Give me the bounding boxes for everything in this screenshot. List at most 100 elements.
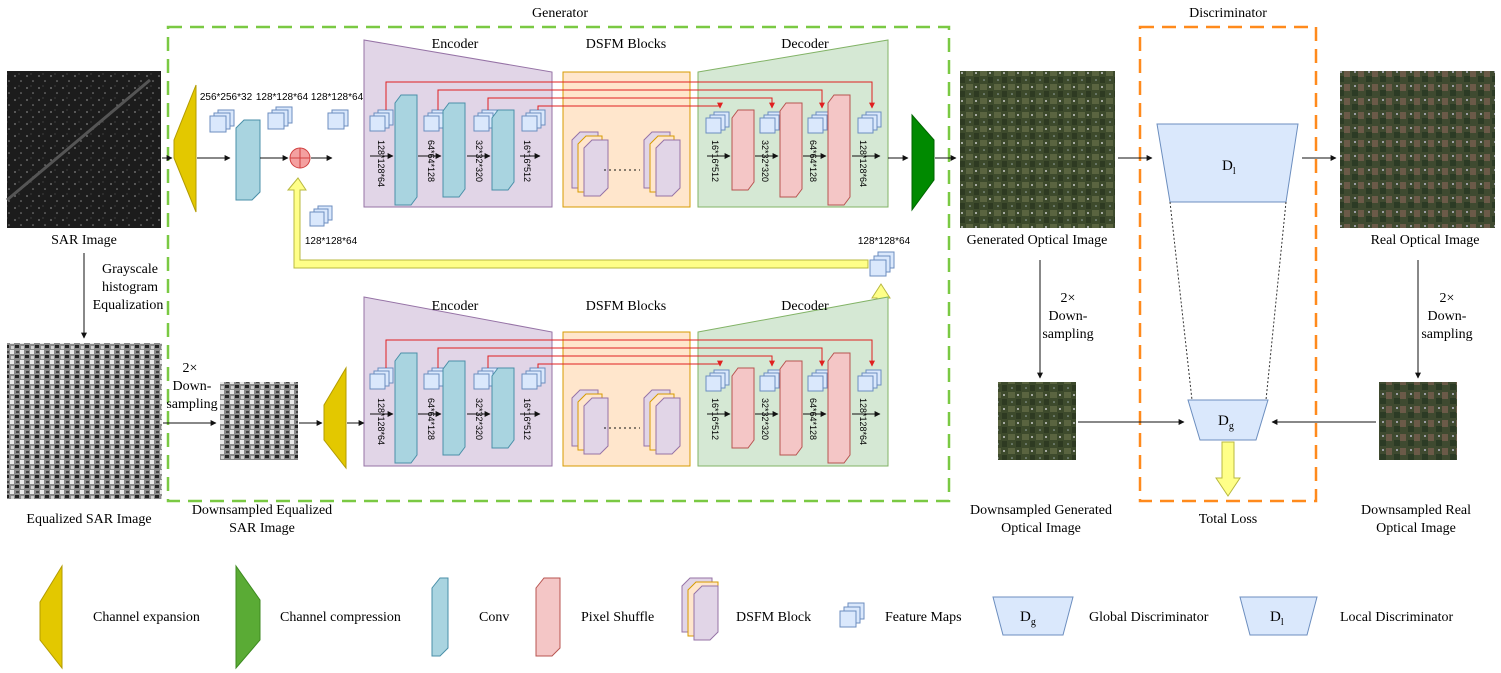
total-loss-label: Total Loss: [1199, 512, 1258, 527]
downsampled-real-image: [1379, 382, 1457, 460]
legend-conv-icon: [431, 577, 449, 657]
top-dec-dim-2: 64*64*128: [808, 140, 818, 182]
grayscale-label-3: Equalization: [93, 298, 164, 313]
ds-left-3: sampling: [166, 397, 217, 412]
bottom-pixel-shuffle-0: [731, 367, 755, 449]
real-optical-label: Real Optical Image: [1371, 233, 1480, 248]
bottom-pixel-shuffle-1: [779, 360, 803, 456]
bottom-conv-0: [394, 352, 418, 464]
bottom-pixel-shuffle-2: [827, 352, 851, 464]
ds-mid-3: sampling: [1042, 327, 1093, 342]
dsfm-top-label: DSFM Blocks: [586, 37, 667, 52]
dim-128-c: 128*128*64: [305, 236, 358, 247]
bottom-conv-2: [491, 367, 515, 449]
legend-global-disc-icon: [992, 596, 1074, 636]
top-conv-2: [491, 109, 515, 191]
bottom-enc-dim-2: 32*32*320: [474, 398, 484, 440]
feedback-arrow: [286, 177, 869, 269]
legend-pixel-shuffle: Pixel Shuffle: [581, 610, 654, 625]
feature-maps-128-a: [267, 106, 293, 130]
bottom-dec-dim-3: 128*128*64: [858, 398, 868, 445]
dim-128-b: 128*128*64: [311, 92, 364, 103]
bottom-dec-dim-2: 64*64*128: [808, 398, 818, 440]
top-conv-0: [394, 94, 418, 206]
legend-channel-expansion-icon: [39, 564, 63, 670]
bottom-skip-0: [385, 339, 875, 368]
ds-right-1: 2×: [1440, 291, 1455, 306]
legend-channel-compression-icon: [235, 564, 261, 670]
downsampled-equalized-label-2: SAR Image: [229, 521, 295, 536]
equalized-sar-image: [7, 343, 162, 499]
top-enc-fmaps-3: [521, 109, 546, 132]
legend-dsfm-block-icon: [681, 577, 719, 641]
legend-pixel-shuffle-icon: [535, 577, 561, 657]
feature-maps-128-b: [327, 109, 349, 130]
top-skip-1: [437, 89, 825, 110]
downsampled-generated-image: [998, 382, 1076, 460]
top-enc-dim-3: 16*16*512: [522, 140, 532, 182]
bottom-skip-1: [437, 347, 825, 368]
bottom-skip-2: [487, 355, 775, 368]
top-enc-fmaps-1: [423, 109, 448, 132]
legend-global-disc: Global Discriminator: [1089, 610, 1209, 625]
legend-local-disc: Local Discriminator: [1340, 610, 1453, 625]
feature-maps-128-c: [309, 205, 333, 227]
channel-compression-output: [911, 113, 935, 212]
generated-optical-label: Generated Optical Image: [967, 233, 1108, 248]
bottom-skip-3: [537, 360, 723, 368]
downsampled-real-label-1: Downsampled Real: [1361, 503, 1471, 518]
encoder-bottom-label: Encoder: [432, 299, 479, 314]
equalized-sar-label: Equalized SAR Image: [26, 512, 151, 527]
ds-mid-1: 2×: [1061, 291, 1076, 306]
bottom-enc-dim-0: 128*128*64: [376, 398, 386, 445]
bottom-dec-fmaps-3: [857, 369, 882, 392]
downsampled-generated-label-2: Optical Image: [1001, 521, 1081, 536]
feature-maps-128-d: [869, 251, 895, 277]
bottom-dec-dim-1: 32*32*320: [760, 398, 770, 440]
top-conv-1: [442, 102, 466, 198]
downsampled-generated-label-1: Downsampled Generated: [970, 503, 1112, 518]
top-skip-0: [385, 81, 875, 110]
bottom-enc-dim-1: 64*64*128: [426, 398, 436, 440]
dim-128-a: 128*128*64: [256, 92, 309, 103]
ds-left-2: Down-: [173, 379, 212, 394]
grayscale-label-2: histogram: [102, 280, 158, 295]
bottom-enc-fmaps-2: [473, 367, 498, 390]
local-disc-symbol: Dl: [1222, 158, 1236, 177]
channel-expansion-bottom: [323, 366, 347, 470]
sar-image: [7, 71, 161, 228]
bottom-dsfm-b: [643, 389, 681, 455]
top-dec-dim-0: 16*16*512: [710, 140, 720, 182]
top-pixel-shuffle-0: [731, 109, 755, 191]
decoder-top-label: Decoder: [781, 37, 829, 52]
top-dec-dim-3: 128*128*64: [858, 140, 868, 187]
dsfm-bottom-label: DSFM Blocks: [586, 299, 667, 314]
downsampled-equalized-image: [220, 382, 298, 460]
feature-maps-256: [209, 109, 235, 133]
discriminator-box: [1138, 25, 1318, 503]
top-dec-fmaps-3: [857, 111, 882, 134]
ds-left-1: 2×: [183, 361, 198, 376]
bottom-enc-fmaps-0: [369, 367, 394, 390]
total-loss-arrow: [1215, 441, 1241, 497]
legend-local-disc-icon: [1239, 596, 1318, 636]
top-enc-dim-1: 64*64*128: [426, 140, 436, 182]
channel-expansion-top: [173, 84, 197, 213]
generator-box: [166, 25, 951, 503]
downsampled-real-label-2: Optical Image: [1376, 521, 1456, 536]
top-dec-fmaps-1: [759, 111, 784, 134]
global-disc-symbol: Dg: [1218, 413, 1234, 432]
bottom-enc-dim-3: 16*16*512: [522, 398, 532, 440]
grayscale-label-1: Grayscale: [102, 262, 158, 277]
dim-256: 256*256*32: [200, 92, 253, 103]
top-dsfm-a: [571, 131, 609, 197]
ds-mid-2: Down-: [1049, 309, 1088, 324]
dim-128-d: 128*128*64: [858, 236, 911, 247]
bottom-conv-1: [442, 360, 466, 456]
top-enc-fmaps-0: [369, 109, 394, 132]
encoder-top-label: Encoder: [432, 37, 479, 52]
top-skip-2: [487, 97, 775, 110]
